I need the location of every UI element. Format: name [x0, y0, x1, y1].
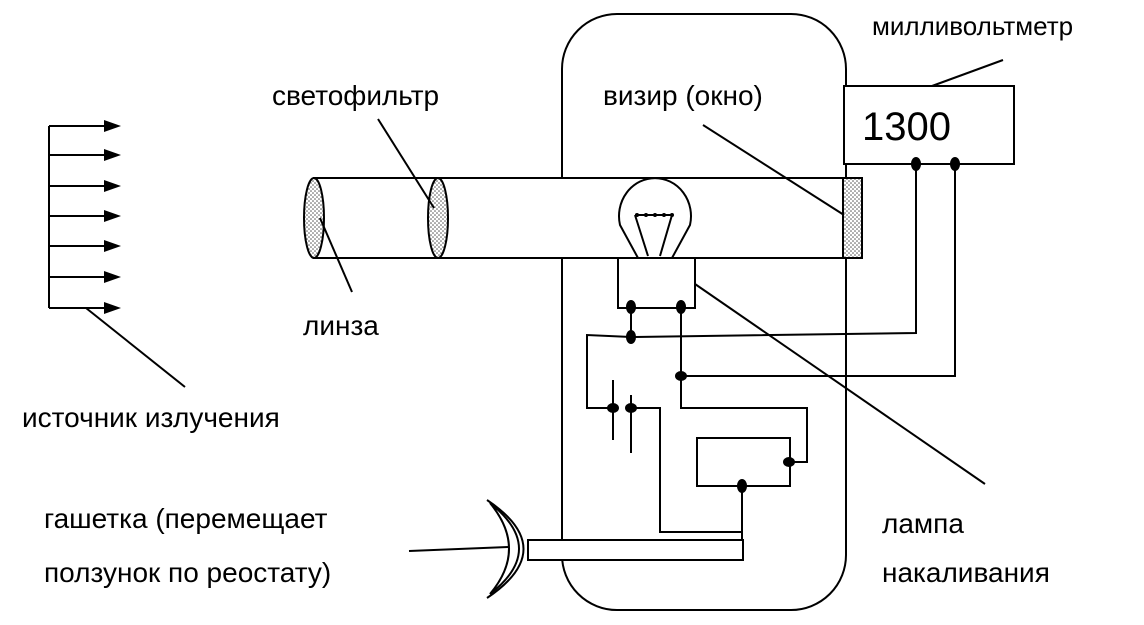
label-millivoltmeter: милливольтметр — [872, 11, 1074, 41]
light-filter — [427, 177, 449, 259]
millivoltmeter-box — [843, 85, 1015, 165]
incandescent-lamp — [618, 177, 692, 259]
source-leader-line — [85, 307, 186, 388]
radiation-arrows — [48, 125, 113, 309]
label-lamp-line2: накаливания — [882, 557, 1050, 588]
sight-window — [842, 177, 863, 259]
label-knob-line1: гашетка (перемещает — [44, 503, 328, 534]
lens — [303, 177, 325, 259]
millivoltmeter-leader-line — [931, 59, 1004, 87]
slider-rod — [527, 539, 744, 561]
label-light-filter: светофильтр — [272, 80, 440, 111]
filter-leader-line — [377, 118, 435, 209]
label-radiation-source: источник излучения — [22, 402, 280, 433]
label-sight-window: визир (окно) — [603, 80, 763, 111]
lamp-socket — [617, 257, 696, 309]
lamp-leader-line — [694, 283, 986, 485]
label-lamp-line1: лампа — [882, 508, 964, 539]
knob-leader-line — [408, 546, 509, 552]
label-lens: линза — [303, 310, 379, 341]
window-leader-line — [702, 124, 845, 216]
millivoltmeter-reading: 1300 — [862, 105, 951, 149]
knob-trigger — [489, 502, 520, 595]
lens-leader-line — [319, 217, 353, 293]
optical-tube — [313, 177, 863, 259]
label-knob-line2: ползунок по реостату) — [44, 557, 332, 588]
terminals — [607, 157, 960, 493]
